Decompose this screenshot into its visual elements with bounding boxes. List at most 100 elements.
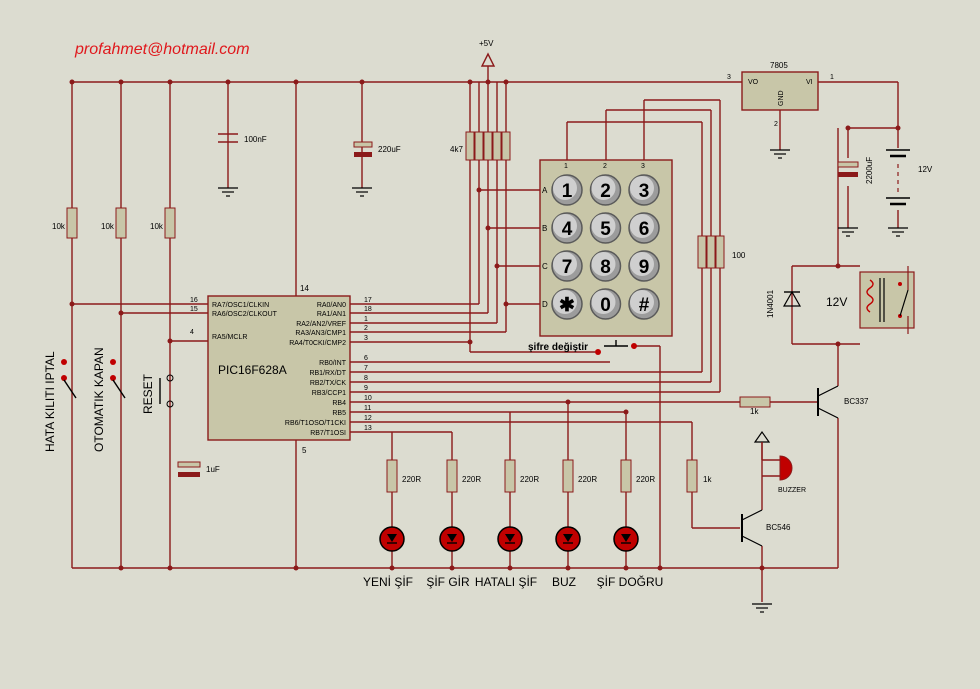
cap-100nf-label: 100nF [244, 135, 267, 144]
buzzer-icon [753, 430, 793, 481]
buzzer-label: BUZZER [778, 487, 806, 494]
mcu-vss-pin: 5 [302, 446, 307, 455]
led-resistor [504, 459, 516, 493]
mcu-pin-number: 15 [190, 306, 198, 313]
mcu-pin-number: 7 [364, 365, 368, 372]
ground-icon [352, 187, 372, 197]
capacitor-2200uf [837, 161, 859, 177]
keypad-key[interactable]: 4 [551, 212, 583, 244]
led-resistor [386, 459, 398, 493]
led-resistor [562, 459, 574, 493]
mcu-pin-label: RA4/T0CKI/CMP2 [289, 340, 346, 347]
keypad-key[interactable]: 5 [589, 212, 622, 244]
keypad-key[interactable]: 3 [628, 174, 660, 206]
keypad-key[interactable]: 0 [589, 288, 622, 320]
keypad-key[interactable]: 1 [551, 174, 583, 206]
res-1k-buzzer-label: 1k [703, 475, 712, 484]
mcu-vdd-pin: 14 [300, 284, 309, 293]
res-10k-label-3: 10k [150, 222, 164, 231]
mcu-pin-number: 13 [364, 425, 372, 432]
mcu-pin-label: RB0/INT [319, 360, 347, 367]
vcc-label: +5V [479, 39, 494, 48]
keypad-key[interactable]: 6 [628, 212, 660, 244]
res-10k-label-2: 10k [101, 222, 115, 231]
res-network-label: 4k7 [450, 145, 463, 154]
mcu-pin-label: RA2/AN2/VREF [296, 321, 346, 328]
email-label: profahmet@hotmail.com [74, 41, 250, 58]
bc546-label: BC546 [766, 523, 791, 532]
cap-1uf-label: 1uF [206, 465, 220, 474]
switch-otomatik[interactable] [110, 359, 126, 399]
led-label: ŞİF DOĞRU [597, 574, 664, 589]
res-100-label: 100 [732, 251, 746, 260]
mcu-pin-number: 17 [364, 297, 372, 304]
regulator-vi: VI [806, 79, 813, 86]
switch-hata[interactable] [61, 359, 77, 399]
switch-reset[interactable] [159, 374, 174, 408]
diode-icon [782, 290, 802, 307]
resistor-network-4k7 [465, 131, 511, 161]
ground-icon [838, 227, 858, 237]
ground-icon [888, 227, 908, 237]
regulator-pin-out: 3 [727, 74, 731, 81]
keypad-key[interactable]: 7 [551, 250, 583, 282]
cap-2200uf-label: 2200uF [865, 157, 874, 184]
keypad-col-1: 1 [564, 163, 568, 170]
mcu-pin-number: 16 [190, 297, 198, 304]
mcu-name: PIC16F628A [218, 363, 287, 377]
mcu-pin-number: 10 [364, 395, 372, 402]
keypad-key[interactable]: 9 [628, 250, 660, 282]
keypad-col-3: 3 [641, 163, 645, 170]
keypad-key-label: 2 [600, 181, 611, 202]
led-icon [613, 526, 639, 552]
capacitor-1uf [177, 461, 201, 477]
led-icon [439, 526, 465, 552]
mcu-pin-label: RB3/CCP1 [312, 390, 346, 397]
mcu-pin-label: RA7/OSC1/CLKIN [212, 302, 269, 309]
vcc-arrow-icon [480, 52, 496, 67]
led-resistor-label: 220R [402, 475, 421, 484]
led-label: HATALI ŞİF [475, 575, 537, 589]
keypad-key-label: 0 [600, 295, 611, 316]
keypad-key[interactable]: # [628, 288, 660, 320]
keypad-col-2: 2 [603, 163, 607, 170]
switch-sifre[interactable] [595, 340, 637, 355]
transistor-bc337 [817, 385, 839, 419]
led-resistor-label: 220R [462, 475, 481, 484]
keypad-key-label: # [639, 295, 650, 316]
led-resistor-label: 220R [578, 475, 597, 484]
resistor-10k [66, 207, 78, 239]
keypad-key-label: ✱ [559, 295, 575, 316]
resistor-10k [115, 207, 127, 239]
led-resistor-label: 220R [636, 475, 655, 484]
mcu-left-pins: 16RA7/OSC1/CLKIN15RA6/OSC2/CLKOUT4RA5/MC… [190, 297, 278, 341]
cap-220uf-label: 220uF [378, 145, 401, 154]
relay-label: 12V [826, 295, 847, 309]
led-resistor-label: 220R [520, 475, 539, 484]
led-icon [555, 526, 581, 552]
keypad-key[interactable]: 2 [589, 174, 622, 206]
keypad-key[interactable]: 8 [589, 250, 622, 282]
ground-icon [770, 149, 790, 159]
mcu-pin-number: 9 [364, 385, 368, 392]
transistor-bc546 [741, 509, 763, 547]
mcu-pin-number: 3 [364, 335, 368, 342]
keypad-row-d: D [542, 300, 548, 309]
mcu-pin-number: 11 [364, 405, 371, 412]
resistor-1k-buzzer [686, 459, 698, 493]
mcu-pin-label: RB7/T1OSI [310, 430, 346, 437]
keypad-row-a: A [542, 186, 548, 195]
led-resistor [446, 459, 458, 493]
led-icon [379, 526, 405, 552]
regulator-pin-in: 1 [830, 74, 834, 81]
mcu-pin-label: RB2/TX/CK [310, 380, 347, 387]
junctions [69, 79, 901, 571]
otomatik-switch-label: OTOMATIK KAPAN [92, 347, 106, 452]
led-label: ŞİF GİR [426, 575, 470, 589]
keypad-row-b: B [542, 224, 547, 233]
keypad-key-label: 5 [600, 219, 611, 240]
mcu-pin-label: RB1/RX/DT [309, 370, 346, 377]
keypad-key[interactable]: ✱ [551, 288, 583, 320]
led-label: BUZ [552, 575, 576, 589]
